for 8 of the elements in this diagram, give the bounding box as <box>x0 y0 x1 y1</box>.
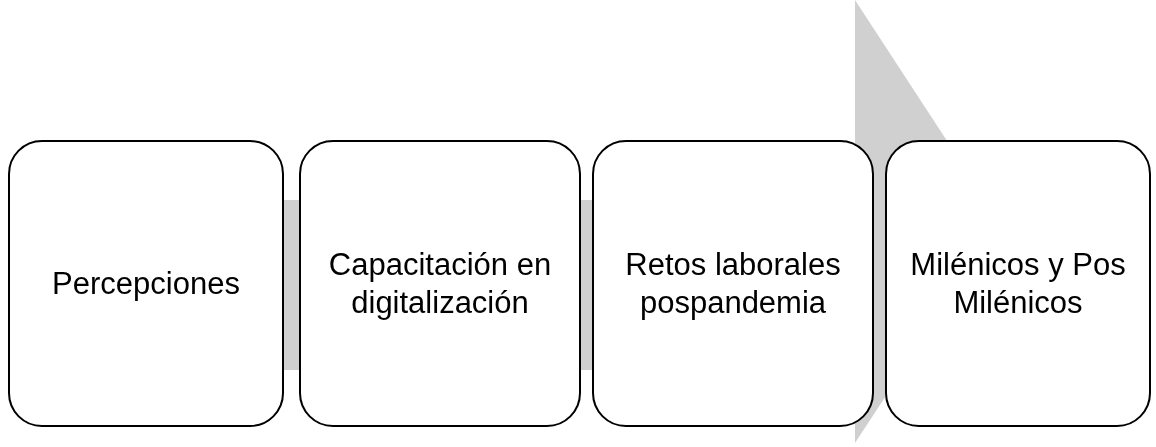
process-box <box>592 140 874 427</box>
box-label: Retos laborales pospandemia <box>624 246 842 321</box>
box-label: Percepciones <box>52 264 240 303</box>
process-box <box>8 140 284 427</box>
box-label: Milénicos y Pos Milénicos <box>909 246 1127 321</box>
process-box <box>885 140 1151 427</box>
box-label: Capacitación en digitalización <box>327 246 553 321</box>
process-box <box>299 140 581 427</box>
